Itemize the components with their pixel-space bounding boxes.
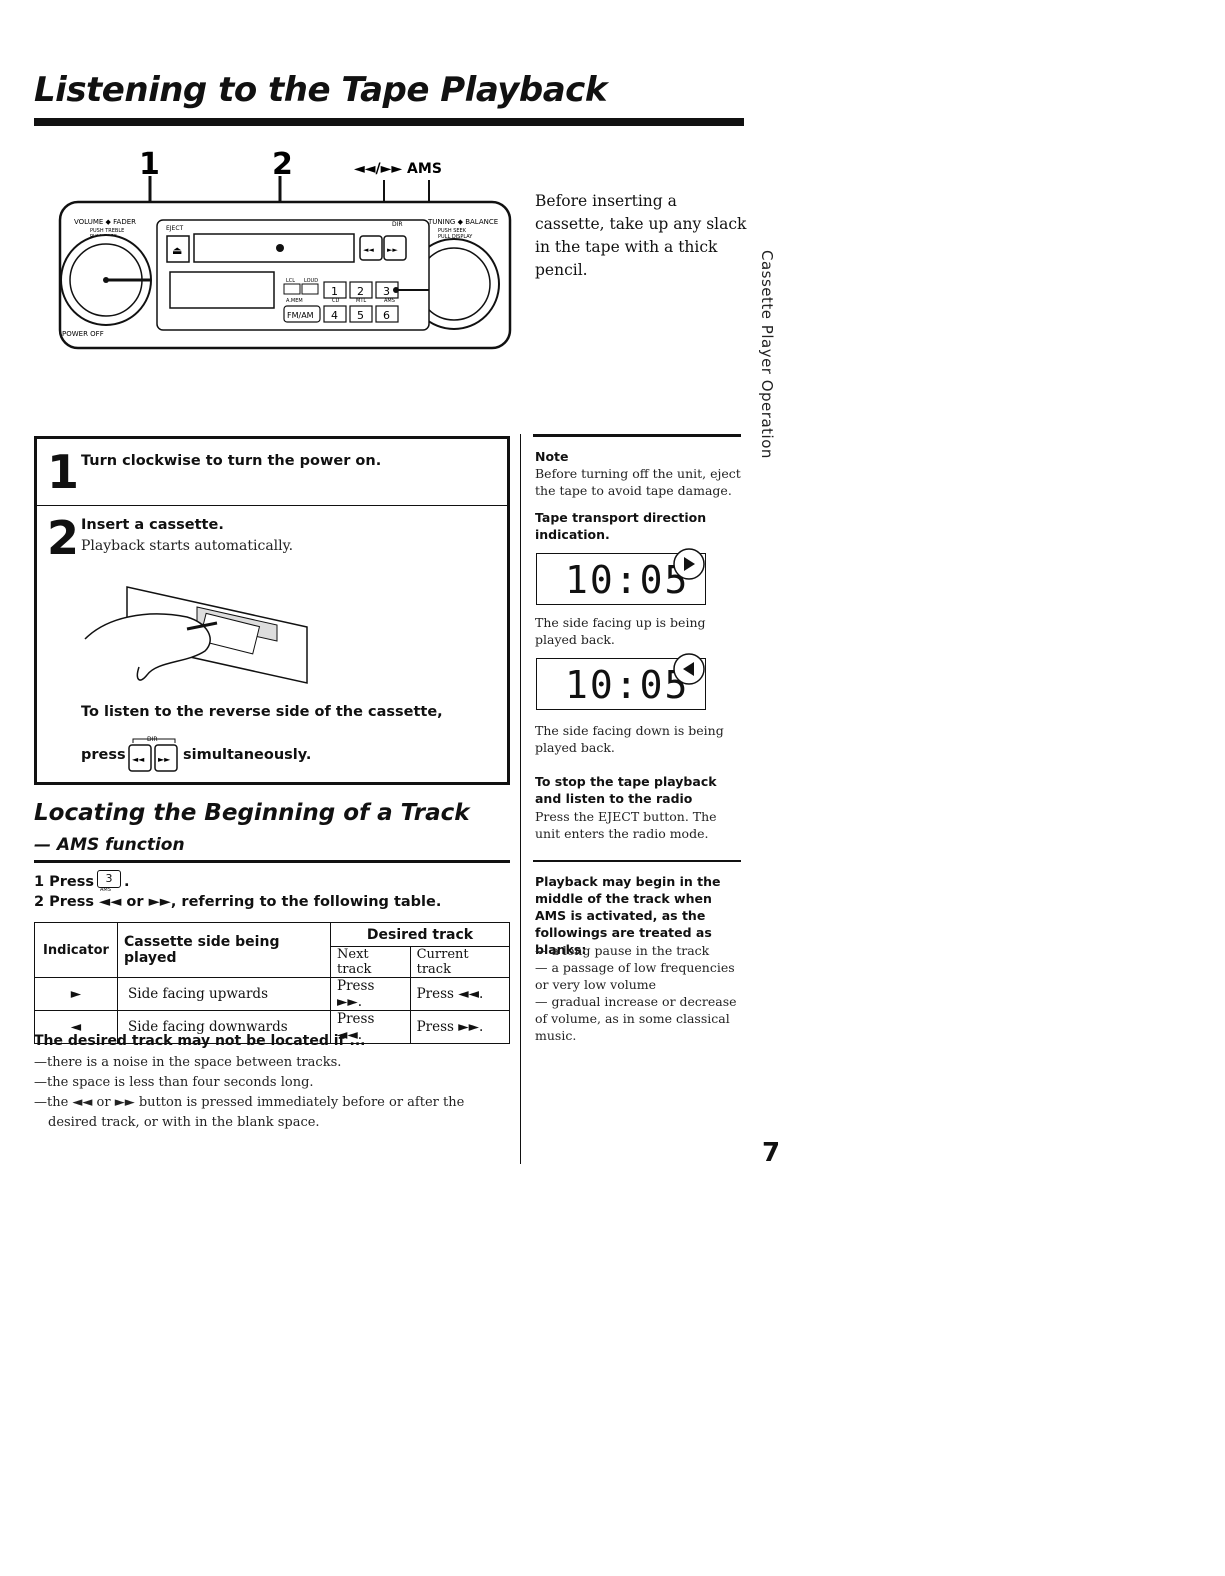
label-push: PUSH TREBLE: [90, 228, 124, 234]
step-2-text: Insert a cassette.: [81, 517, 224, 533]
cause-item-4: desired track, or with in the blank spac…: [48, 1115, 320, 1130]
note-heading: Note: [535, 449, 569, 464]
preset-4: 4: [331, 309, 338, 322]
note-text: Before turning off the unit, eject the t…: [535, 466, 741, 498]
label-power-off: POWER OFF: [62, 330, 104, 338]
row-2-next: Press ◄◄.: [330, 1010, 411, 1044]
th-desired: Desired track: [330, 922, 510, 947]
reverse-side-text: To listen to the reverse side of the cas…: [81, 704, 443, 720]
stop-text: Press the EJECT button. The unit enters …: [535, 809, 717, 841]
preset-1: 1: [331, 285, 338, 298]
preset-3-key-label: AMS: [100, 887, 111, 893]
preset-2: 2: [357, 285, 364, 298]
section-subtitle: — AMS function: [34, 835, 185, 855]
th-side: Cassette side being played: [117, 922, 331, 978]
diagram-ff: ►►: [387, 246, 398, 254]
label-loud: LOUD: [304, 278, 318, 284]
lcd-forward-value: 10:05: [565, 558, 690, 602]
svg-text:◄◄: ◄◄: [132, 755, 145, 764]
label-dir: DIR: [392, 221, 403, 228]
ams-item-3: — gradual increase or decrease of volume…: [535, 994, 737, 1043]
callout-1: 1: [139, 147, 160, 182]
step-1-number: 1: [47, 445, 80, 499]
lcd-reverse: 10:05: [536, 653, 706, 710]
label-cd: CD: [332, 298, 339, 304]
label-display: PULL DISPLAY: [438, 234, 473, 240]
ams-item-2: — a passage of low frequencies or very l…: [535, 960, 735, 992]
callout-2: 2: [272, 147, 293, 182]
diagram-rew: ◄◄: [363, 246, 374, 254]
th-next: Next track: [330, 946, 411, 978]
svg-text:⏏: ⏏: [172, 244, 182, 257]
press-word: press: [81, 747, 126, 763]
note-rule: [533, 434, 741, 437]
lcd-reverse-value: 10:05: [565, 663, 690, 707]
label-eject: EJECT: [166, 225, 184, 232]
press-step-1: 1 Press: [34, 874, 95, 890]
row-2-side: Side facing downwards: [117, 1010, 331, 1044]
preset-5: 5: [357, 309, 364, 322]
th-current: Current track: [409, 946, 511, 978]
stop-heading: To stop the tape playback and listen to …: [535, 774, 717, 806]
column-divider: [520, 434, 521, 1164]
car-stereo-diagram: 1 2 ◄◄/►► AMS VOLUME ◆ FADER PUSH TREBLE…: [58, 147, 512, 350]
page-title: Listening to the Tape Playback: [34, 70, 607, 110]
steps-box: 1 Turn clockwise to turn the power on. 2…: [34, 436, 510, 785]
row-1-indicator: ►: [34, 977, 118, 1011]
callout-ams: ◄◄/►► AMS: [354, 161, 442, 177]
side-tab: Cassette Player Operation: [758, 250, 780, 470]
preset-3: 3: [383, 285, 390, 298]
preset-3-key: 3: [97, 870, 121, 888]
ams-item-1: — a long pause in the track: [535, 943, 710, 958]
label-tuning: TUNING ◆ BALANCE: [427, 218, 498, 226]
simultaneously-word: simultaneously.: [183, 747, 312, 763]
row-2-indicator: ◄: [34, 1010, 118, 1044]
cause-item-3: —the ◄◄ or ►► button is pressed immediat…: [34, 1095, 465, 1110]
reverse-arrow-icon: [673, 653, 705, 685]
ams-heading: Playback may begin in the middle of the …: [535, 874, 721, 957]
table-row: ◄ Side facing downwards Press ◄◄. Press …: [34, 1010, 511, 1044]
forward-arrow-icon: [673, 548, 705, 580]
label-fmam: FM/AM: [287, 311, 314, 320]
label-mtl: MTL: [356, 298, 366, 304]
step-1: 1 Turn clockwise to turn the power on.: [37, 439, 507, 506]
page-number: 7: [762, 1138, 781, 1168]
row-2-current: Press ►►.: [409, 1010, 511, 1044]
table-row: ► Side facing upwards Press ►►. Press ◄◄…: [34, 977, 511, 1011]
cause-item-2: —the space is less than four seconds lon…: [34, 1075, 314, 1090]
svg-text:►►: ►►: [158, 755, 171, 764]
cause-item-1: —there is a noise in the space between t…: [34, 1055, 342, 1070]
ams-table: Indicator Cassette side being played Des…: [34, 922, 511, 1044]
row-1-current: Press ◄◄.: [409, 977, 511, 1011]
label-ams-small: AMS: [384, 298, 395, 304]
lcd-up-caption: The side facing up is being played back.: [535, 615, 706, 647]
press-step-2: 2 Press ◄◄ or ►►, referring to the follo…: [34, 894, 442, 910]
title-rule: [34, 118, 744, 126]
step-2-number: 2: [47, 511, 80, 565]
label-volume: VOLUME ◆ FADER: [74, 218, 136, 226]
row-1-next: Press ►►.: [330, 977, 411, 1011]
section-title: Locating the Beginning of a Track: [34, 800, 470, 826]
cassette-insert-illustration: [84, 586, 308, 684]
label-lcl: LCL: [286, 278, 295, 284]
tip-text: Before inserting a cassette, take up any…: [535, 192, 747, 279]
th-indicator: Indicator: [34, 922, 118, 978]
step-2-subtext: Playback starts automatically.: [81, 538, 294, 554]
row-1-side: Side facing upwards: [117, 977, 331, 1011]
side-tab-label: Cassette Player Operation: [758, 250, 776, 459]
step-1-text: Turn clockwise to turn the power on.: [81, 453, 382, 469]
lcd-forward: 10:05: [536, 548, 706, 605]
label-amem: A.MEM: [286, 298, 303, 304]
lcd-down-caption: The side facing down is being played bac…: [535, 723, 724, 755]
direction-heading: Tape transport direction indication.: [535, 510, 707, 542]
preset-6: 6: [383, 309, 390, 322]
dir-buttons-icon: DIR ◄◄ ►►: [128, 736, 178, 772]
cause-heading: The desired track may not be located if …: [34, 1033, 366, 1049]
label-seek: PUSH SEEK: [438, 228, 467, 234]
ams-rule: [533, 860, 741, 862]
section-rule: [34, 860, 510, 863]
